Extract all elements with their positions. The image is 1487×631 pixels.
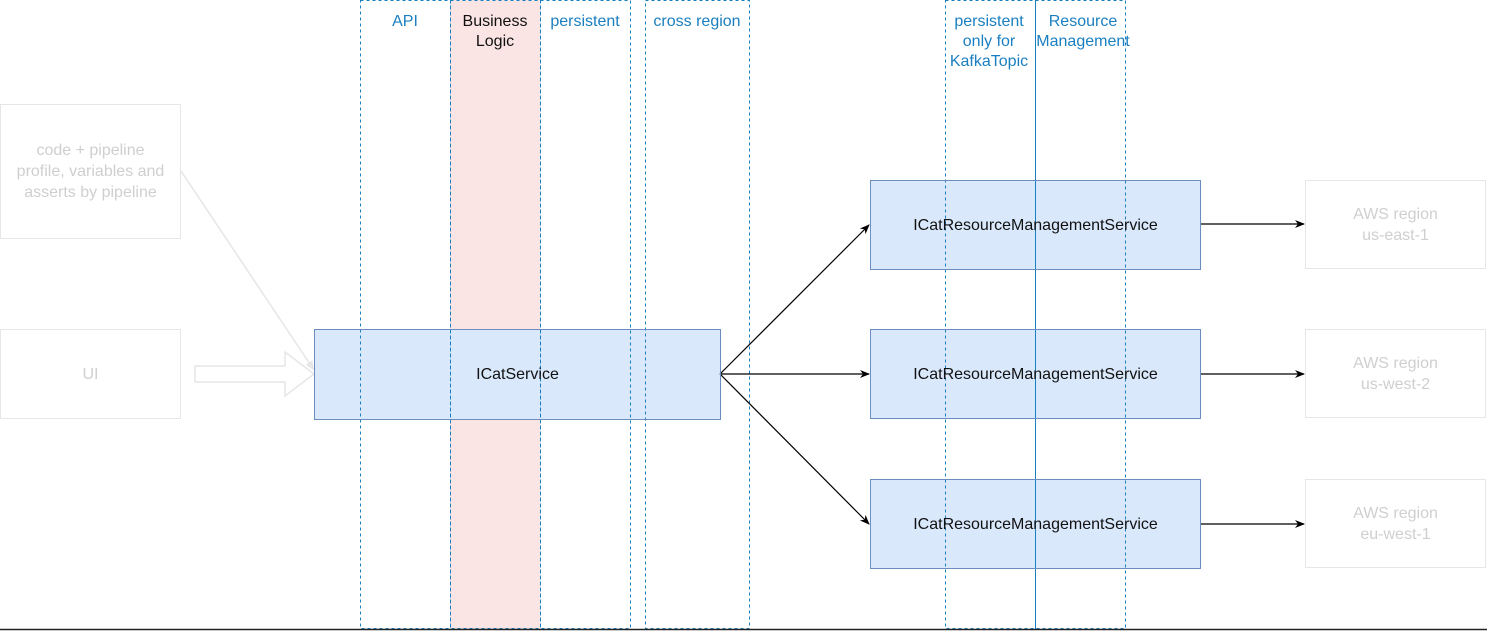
ui-to-central-block-arrow xyxy=(194,350,316,398)
lane-label-business-logic: Business Logic xyxy=(450,12,540,52)
lane-label-api-text: API xyxy=(392,13,418,30)
pipeline-source-node: code + pipeline profile, variables and a… xyxy=(0,104,181,239)
lane-label-persistent: persistent xyxy=(540,12,630,32)
central-service-node: ICatService xyxy=(314,329,721,420)
ui-source-label: UI xyxy=(82,365,99,383)
resource-service-node-3: ICatResourceManagementService xyxy=(870,479,1201,569)
lane-label-api: API xyxy=(360,12,450,32)
arrow-central-to-resource-1 xyxy=(719,224,870,375)
region-label-us-east-1: AWS region us-east-1 xyxy=(1353,205,1438,244)
resource-service-node-2: ICatResourceManagementService xyxy=(870,329,1201,419)
arrow-central-to-resource-3 xyxy=(719,373,870,525)
lane-label-cross-region: cross region xyxy=(645,12,749,32)
lane-label-business-logic-text: Business Logic xyxy=(462,13,528,50)
business-logic-lane-fill xyxy=(450,0,540,629)
lane-label-persistent-text: persistent xyxy=(550,13,620,30)
central-service-fill xyxy=(314,329,720,419)
resource-service-label-1: ICatResourceManagementService xyxy=(913,216,1158,234)
pipeline-source-label: code + pipeline profile, variables and a… xyxy=(16,142,165,201)
lane-label-resource-management-text: Resource Management xyxy=(1036,13,1130,50)
central-service-label: ICatService xyxy=(476,366,559,383)
region-label-eu-west-1: AWS region eu-west-1 xyxy=(1353,504,1438,543)
lane-persistent-border xyxy=(540,0,631,629)
region-node-us-east-1: AWS region us-east-1 xyxy=(1305,180,1486,269)
lane-api-border xyxy=(360,0,451,629)
region-node-eu-west-1: AWS region eu-west-1 xyxy=(1305,479,1486,568)
pipeline-to-central-connector xyxy=(180,170,315,371)
fanout-arrows xyxy=(719,220,1305,528)
lane-label-resource-management: Resource Management xyxy=(1028,12,1138,52)
ui-source-node: UI xyxy=(0,329,181,419)
lane-cross-region-border xyxy=(645,0,750,629)
lane-label-persistent-kafka: persistent only for KafkaTopic xyxy=(937,12,1041,72)
lane-label-persistent-kafka-text: persistent only for KafkaTopic xyxy=(949,13,1029,70)
lane-label-cross-region-text: cross region xyxy=(653,13,741,30)
region-node-us-west-2: AWS region us-west-2 xyxy=(1305,329,1486,418)
resource-service-label-2: ICatResourceManagementService xyxy=(913,365,1158,383)
region-label-us-west-2: AWS region us-west-2 xyxy=(1353,354,1438,393)
resource-service-label-3: ICatResourceManagementService xyxy=(913,515,1158,533)
resource-service-node-1: ICatResourceManagementService xyxy=(870,180,1201,270)
